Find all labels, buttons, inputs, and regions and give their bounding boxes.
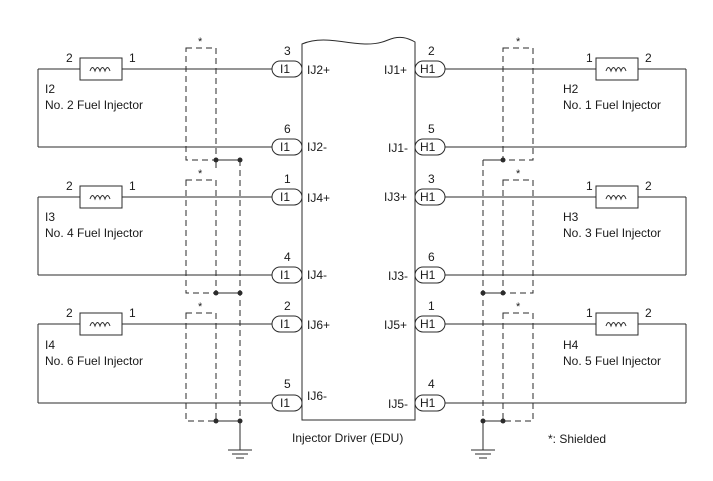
connector-H1 — [414, 138, 446, 156]
injector-name: No. 2 Fuel Injector — [45, 98, 143, 112]
connector-I1 — [271, 315, 303, 333]
pin-number: 2 — [428, 44, 435, 58]
injector-pin-a: 2 — [66, 179, 73, 193]
connector-I1 — [271, 188, 303, 206]
connector-label: I1 — [280, 140, 290, 154]
circuit-I2: 2 1 I2 No. 2 Fuel Injector * — [37, 36, 272, 420]
ground-right — [471, 420, 495, 459]
connector-I1 — [271, 266, 303, 284]
ground-left — [228, 420, 252, 459]
injector-name: No. 5 Fuel Injector — [563, 354, 661, 368]
connector-label: H1 — [420, 396, 436, 410]
connector-label: I1 — [280, 190, 290, 204]
injector-pin-a: 1 — [586, 51, 593, 65]
connector-I1 — [271, 394, 303, 412]
left-terminals: I1 3 IJ2+ I1 6 IJ2- I1 1 IJ4+ I1 4 IJ4- … — [271, 44, 330, 412]
injector-id: H4 — [563, 338, 579, 352]
connector-H1 — [414, 60, 446, 78]
injector-name: No. 1 Fuel Injector — [563, 98, 661, 112]
shield-mark: * — [198, 168, 203, 180]
pin-number: 1 — [284, 172, 291, 186]
terminal-name: IJ5- — [388, 397, 408, 411]
terminal-name: IJ6+ — [307, 318, 330, 332]
injector-id: I3 — [45, 210, 55, 224]
pin-number: 3 — [428, 172, 435, 186]
shield-right-1 — [502, 47, 534, 161]
pin-number: 2 — [284, 299, 291, 313]
shield-mark: * — [198, 301, 203, 313]
pin-number: 5 — [284, 377, 291, 391]
injector-name: No. 3 Fuel Injector — [563, 226, 661, 240]
pin-number: 6 — [284, 122, 291, 136]
terminal-name: IJ1- — [388, 141, 408, 155]
terminal-name: IJ4- — [307, 268, 327, 282]
connector-label: H1 — [420, 317, 436, 331]
injector-pin-b: 2 — [645, 179, 652, 193]
injector-name: No. 6 Fuel Injector — [45, 354, 143, 368]
circuit-H3: 1 2 H3 No. 3 Fuel Injector * — [444, 168, 687, 296]
injector-pin-b: 1 — [129, 179, 136, 193]
pin-number: 6 — [428, 250, 435, 264]
shield-left-3 — [185, 312, 217, 422]
connector-I1 — [271, 60, 303, 78]
circuit-H2: 1 2 H2 No. 1 Fuel Injector * — [444, 36, 687, 420]
terminal-name: IJ5+ — [384, 318, 407, 332]
edu-box — [301, 36, 416, 421]
connector-label: H1 — [420, 268, 436, 282]
connector-H1 — [414, 315, 446, 333]
connector-H1 — [414, 266, 446, 284]
terminal-name: IJ2- — [307, 140, 327, 154]
connector-label: I1 — [280, 268, 290, 282]
connector-label: I1 — [280, 396, 290, 410]
injector-pin-a: 2 — [66, 51, 73, 65]
pin-number: 3 — [284, 44, 291, 58]
connector-H1 — [414, 394, 446, 412]
connector-label: H1 — [420, 62, 436, 76]
shield-left-2 — [185, 179, 217, 294]
shield-right-2 — [502, 179, 534, 294]
terminal-name: IJ6- — [307, 389, 327, 403]
connector-label: H1 — [420, 140, 436, 154]
legend-shielded: *: Shielded — [548, 432, 606, 446]
circuit-I3: 2 1 I3 No. 4 Fuel Injector * — [37, 168, 272, 296]
shield-mark: * — [516, 168, 521, 180]
connector-label: I1 — [280, 317, 290, 331]
connector-label: H1 — [420, 190, 436, 204]
pin-number: 4 — [284, 250, 291, 264]
edu-label: Injector Driver (EDU) — [292, 431, 403, 445]
injector-pin-b: 2 — [645, 51, 652, 65]
terminal-name: IJ1+ — [384, 63, 407, 77]
injector-pin-b: 1 — [129, 51, 136, 65]
injector-name: No. 4 Fuel Injector — [45, 226, 143, 240]
injector-pin-a: 2 — [66, 306, 73, 320]
pin-number: 5 — [428, 122, 435, 136]
injector-id: H3 — [563, 210, 579, 224]
connector-label: I1 — [280, 62, 290, 76]
right-terminals: H1 2 IJ1+ H1 5 IJ1- H1 3 IJ3+ H1 6 IJ3- … — [384, 44, 446, 412]
connector-I1 — [271, 138, 303, 156]
injector-id: I2 — [45, 82, 55, 96]
shield-left-1 — [185, 47, 217, 161]
terminal-name: IJ4+ — [307, 191, 330, 205]
injector-pin-a: 1 — [586, 179, 593, 193]
pin-number: 4 — [428, 377, 435, 391]
shield-mark: * — [516, 36, 521, 48]
circuit-H4: 1 2 H4 No. 5 Fuel Injector * — [444, 301, 687, 424]
connector-H1 — [414, 188, 446, 206]
injector-pin-b: 1 — [129, 306, 136, 320]
injector-pin-a: 1 — [586, 306, 593, 320]
terminal-name: IJ3+ — [384, 190, 407, 204]
shield-mark: * — [516, 301, 521, 313]
circuit-I4: 2 1 I4 No. 6 Fuel Injector * — [37, 301, 272, 424]
injector-pin-b: 2 — [645, 306, 652, 320]
terminal-name: IJ2+ — [307, 63, 330, 77]
terminal-name: IJ3- — [388, 269, 408, 283]
shield-mark: * — [198, 36, 203, 48]
shield-right-3 — [502, 312, 534, 422]
injector-id: H2 — [563, 82, 579, 96]
pin-number: 1 — [428, 299, 435, 313]
injector-id: I4 — [45, 338, 55, 352]
